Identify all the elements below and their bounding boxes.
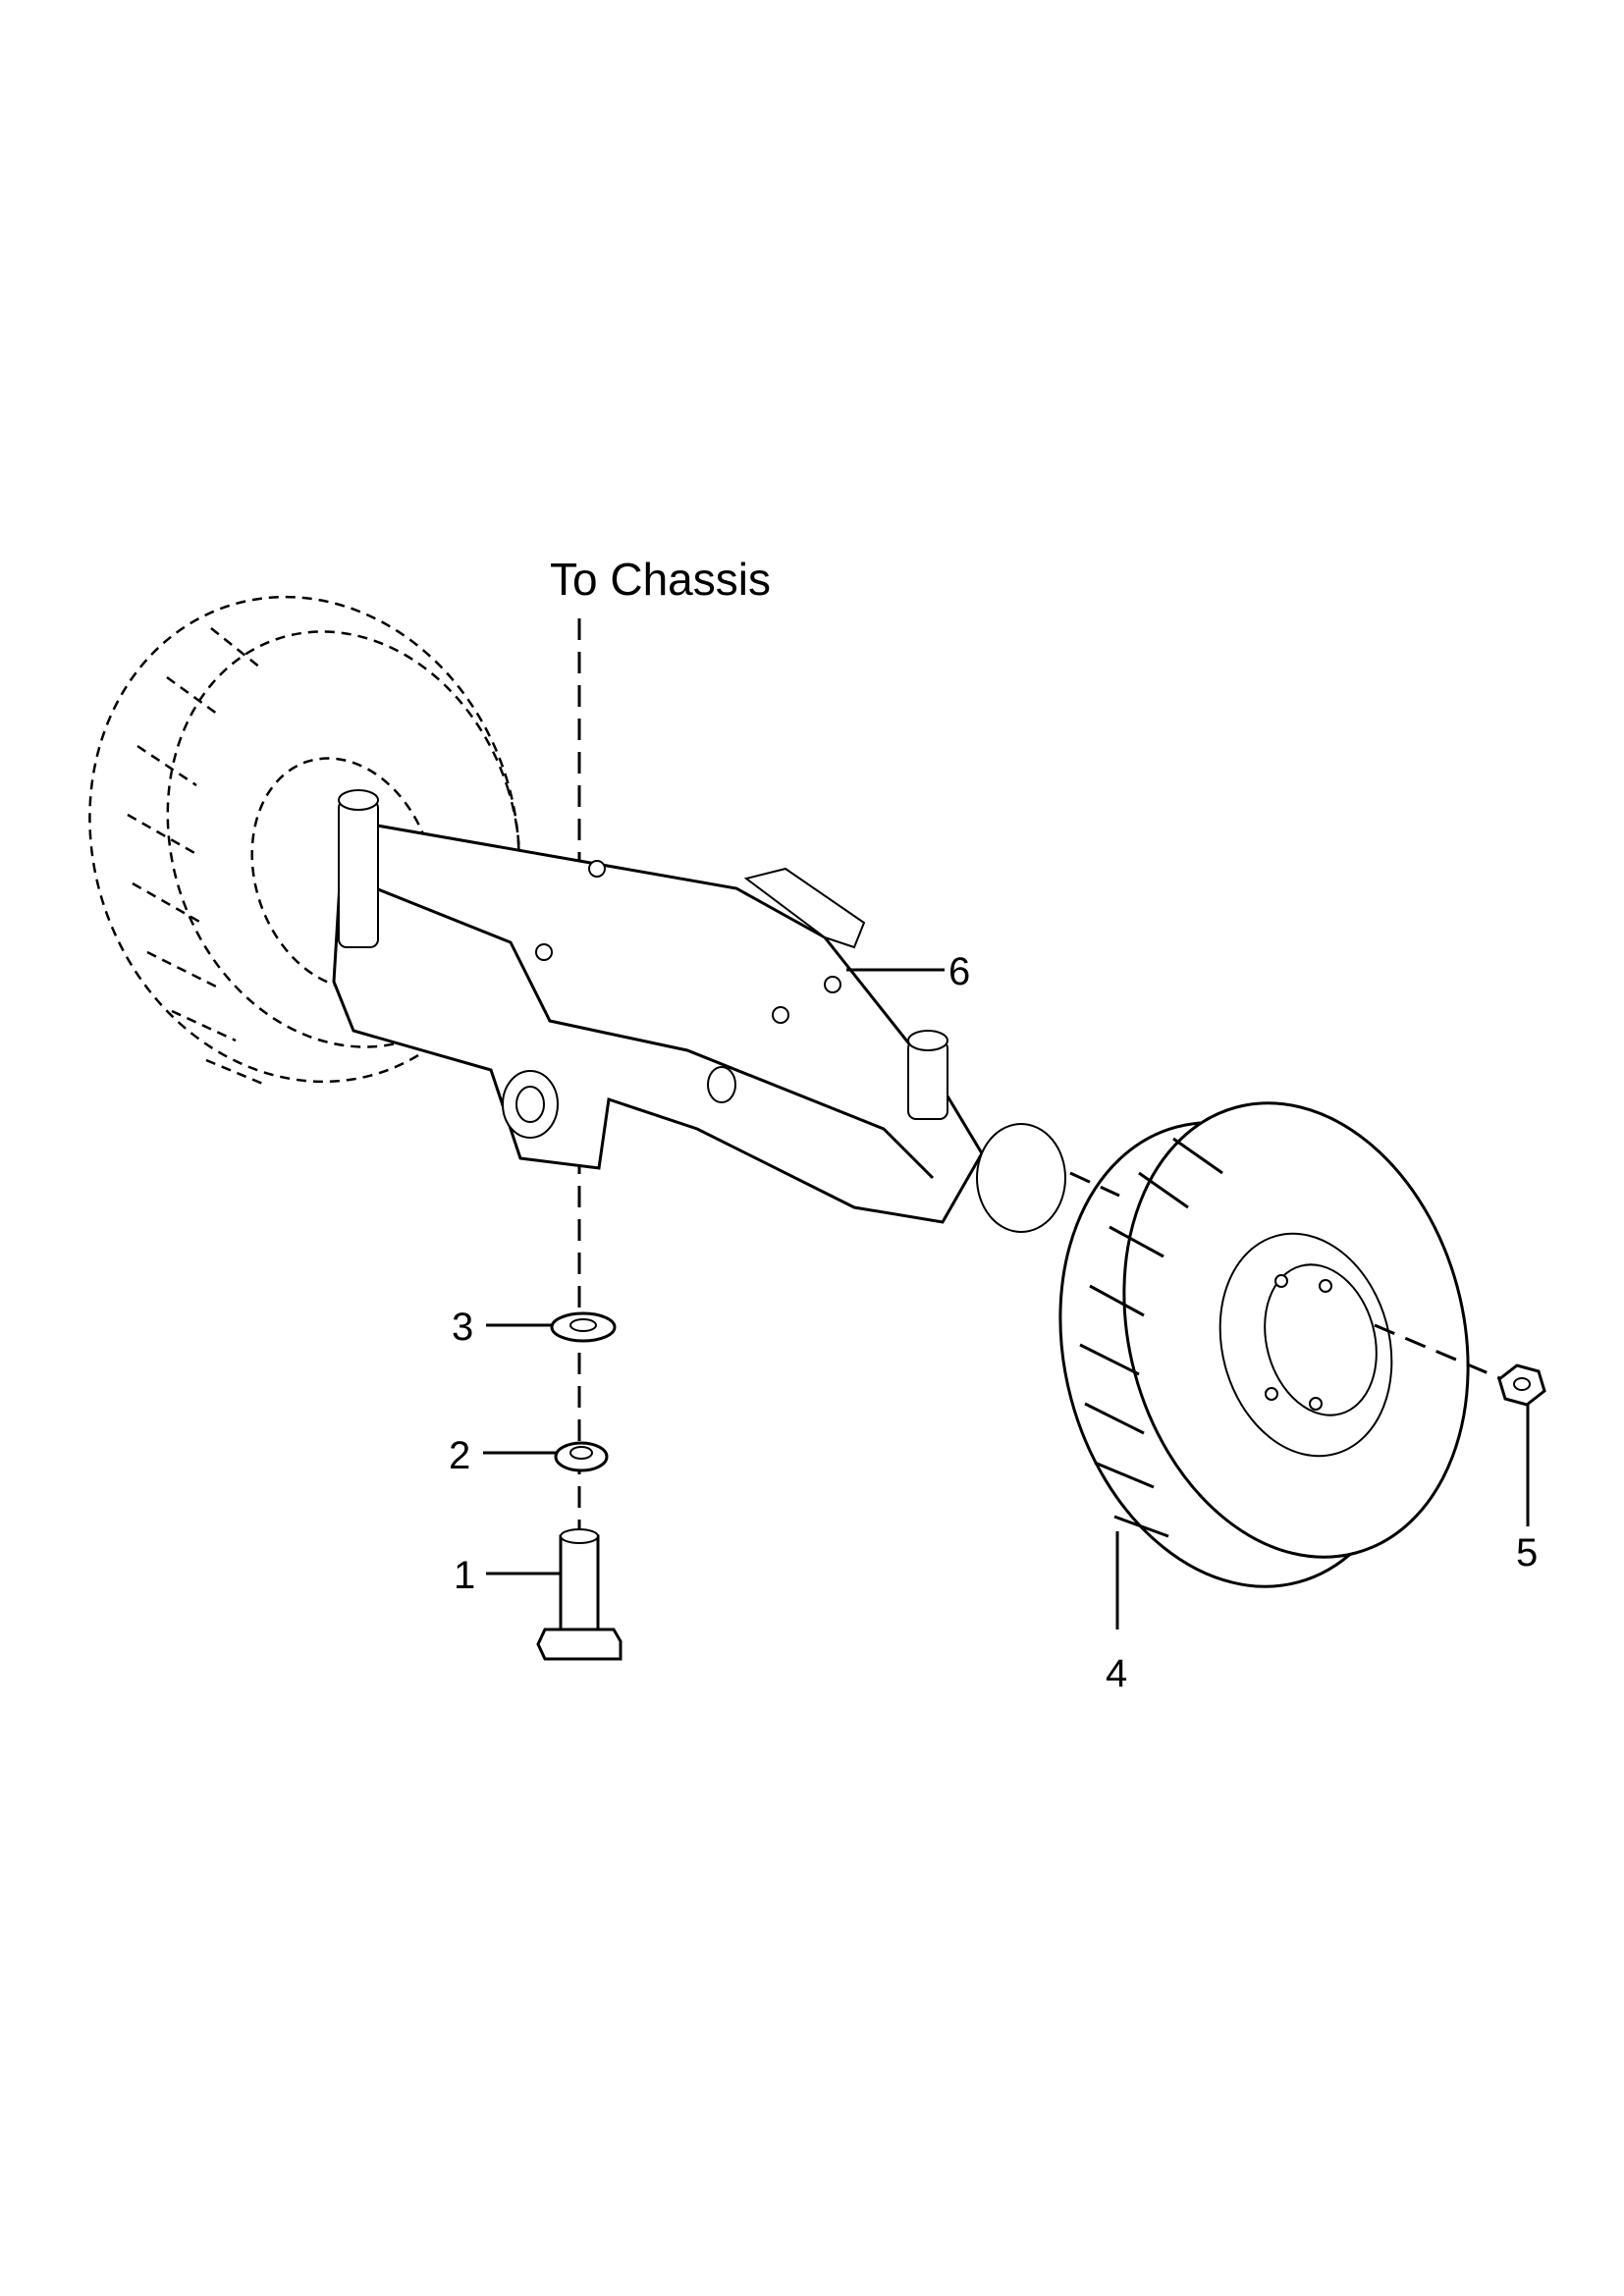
callout-6: 6 (948, 950, 970, 993)
flat-washer (550, 1311, 617, 1343)
callout-5: 5 (1516, 1531, 1538, 1575)
callout-3: 3 (452, 1306, 473, 1349)
lock-washer (554, 1441, 609, 1472)
callout-2: 2 (449, 1434, 470, 1477)
nut-axis-line (1374, 1323, 1503, 1381)
wheel-nut (1497, 1363, 1546, 1407)
wheel-and-tire (1058, 1101, 1470, 1588)
callout-1: 1 (454, 1554, 475, 1597)
to-chassis-caption: To Chassis (550, 554, 771, 605)
axle-beam (332, 789, 1066, 1233)
bolt (536, 1528, 623, 1661)
callout-4: 4 (1106, 1652, 1127, 1695)
hub-axis-line (1069, 1171, 1120, 1198)
